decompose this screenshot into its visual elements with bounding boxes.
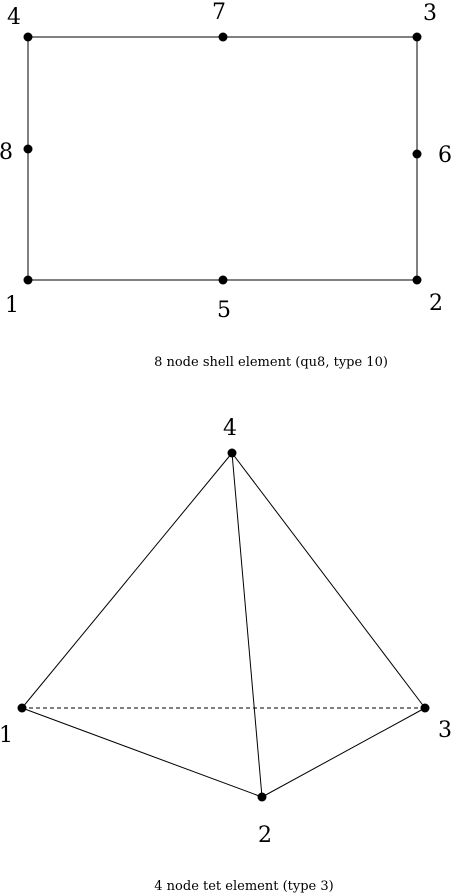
tet4-node-1-dot bbox=[17, 703, 27, 713]
tet4-edge-4-3 bbox=[231, 452, 426, 709]
tet4-node-2-label: 2 bbox=[258, 823, 272, 848]
tet4-node-4-label: 4 bbox=[223, 416, 237, 441]
tet4-node-1-label: 1 bbox=[0, 723, 13, 748]
tet4-node-4-dot bbox=[227, 448, 237, 458]
tet4-node-3-label: 3 bbox=[438, 718, 451, 743]
tet4-edge-4-2 bbox=[231, 452, 263, 798]
qu8-node-7-label: 7 bbox=[212, 0, 226, 25]
qu8-node-2-label: 2 bbox=[429, 291, 443, 316]
tet4-element-diagram: 1 2 3 4 4 node tet element (type 3) bbox=[0, 416, 451, 894]
qu8-node-5-dot bbox=[218, 275, 228, 285]
qu8-node-4-label: 4 bbox=[7, 5, 21, 30]
qu8-node-8-dot bbox=[23, 144, 33, 154]
qu8-node-7-dot bbox=[218, 32, 228, 42]
qu8-node-1-label: 1 bbox=[5, 293, 19, 318]
tet4-node-3-dot bbox=[420, 703, 430, 713]
tet4-edge-1-4 bbox=[21, 452, 233, 709]
qu8-node-1-dot bbox=[23, 275, 33, 285]
qu8-node-3-dot bbox=[412, 32, 422, 42]
qu8-node-2-dot bbox=[412, 275, 422, 285]
qu8-node-5-label: 5 bbox=[217, 298, 231, 323]
tet4-edge-2-3 bbox=[261, 707, 426, 798]
qu8-node-3-label: 3 bbox=[423, 1, 437, 26]
qu8-element-diagram: 1 2 3 4 5 6 7 8 8 node shell element (qu… bbox=[0, 0, 451, 370]
tet4-edge-1-2 bbox=[21, 707, 263, 798]
tet4-node-2-dot bbox=[257, 792, 267, 802]
qu8-caption: 8 node shell element (qu8, type 10) bbox=[154, 355, 388, 370]
qu8-node-4-dot bbox=[23, 32, 33, 42]
qu8-node-8-label: 8 bbox=[0, 140, 13, 165]
qu8-node-6-label: 6 bbox=[438, 143, 451, 168]
tet4-caption: 4 node tet element (type 3) bbox=[154, 879, 333, 894]
qu8-node-6-dot bbox=[412, 149, 422, 159]
